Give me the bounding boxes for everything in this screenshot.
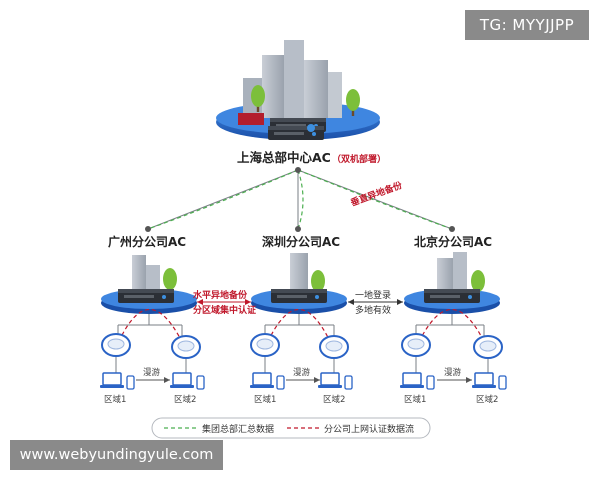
zone1-label-guangzhou: 区域1 <box>104 394 126 405</box>
branch-guangzhou-aps: 漫游 区域1 区域2 <box>99 308 205 405</box>
legend: 集团总部汇总数据 分公司上网认证数据流 <box>151 417 431 439</box>
hq-cluster <box>216 40 380 140</box>
roam-label-shenzhen: 漫游 <box>293 367 311 378</box>
roam-label-guangzhou: 漫游 <box>143 367 161 378</box>
zone2-label-guangzhou: 区域2 <box>174 394 196 405</box>
horizontal-backup-line2: 分区域集中认证 <box>193 304 256 316</box>
hq-note: （双机部署） <box>332 153 386 165</box>
hq-links <box>147 169 453 230</box>
branch-shenzhen <box>251 253 347 314</box>
branch-beijing <box>404 252 500 314</box>
gz-node <box>145 226 151 232</box>
zone2-label-beijing: 区域2 <box>476 394 498 405</box>
branch-title-guangzhou: 广州分公司AC <box>108 234 186 249</box>
login-line1: 一地登录 <box>355 289 391 301</box>
login-line2: 多地有效 <box>355 304 391 316</box>
branch-beijing-aps: 漫游 区域1 区域2 <box>399 308 507 405</box>
branch-title-shenzhen: 深圳分公司AC <box>262 234 340 249</box>
hq-node <box>295 167 301 173</box>
branch-guangzhou <box>101 255 197 314</box>
branch-shenzhen-aps: 漫游 区域1 区域2 <box>249 308 353 405</box>
legend-green-label: 集团总部汇总数据 <box>202 423 274 435</box>
green-dashed-links <box>147 169 453 230</box>
horizontal-backup-line1: 水平异地备份 <box>193 289 248 301</box>
roam-label-beijing: 漫游 <box>444 367 462 378</box>
zone1-label-beijing: 区域1 <box>404 394 426 405</box>
watermark-tg: TG: MYYJJPP <box>465 10 589 40</box>
zone2-label-shenzhen: 区域2 <box>323 394 345 405</box>
hq-title: 上海总部中心AC <box>237 150 331 165</box>
branch-title-beijing: 北京分公司AC <box>414 234 492 249</box>
zone1-label-shenzhen: 区域1 <box>254 394 276 405</box>
sz-node <box>295 226 301 232</box>
legend-red-label: 分公司上网认证数据流 <box>324 423 414 435</box>
watermark-site: www.webyundingyule.com <box>10 440 223 470</box>
bj-node <box>449 226 455 232</box>
